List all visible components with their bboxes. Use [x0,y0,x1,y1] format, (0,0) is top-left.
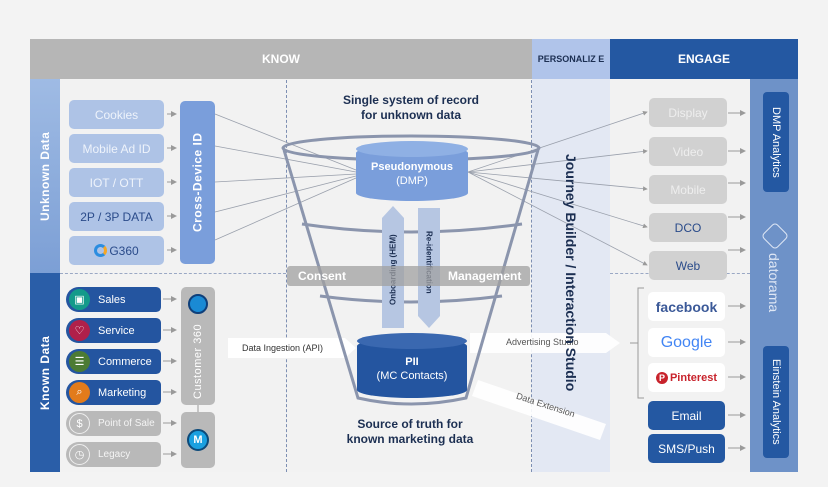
pii-caption: Source of truth for known marketing data [346,417,474,446]
source-marketing: ⌕Marketing [66,380,161,405]
divider-unknown-known [60,273,286,274]
source-g360: G360 [69,236,164,265]
source-iot-ott: IOT / OTT [69,168,164,197]
journey-builder-label: Journey Builder / Interaction Studio [563,154,579,392]
management-label: Management [448,269,522,283]
chart-icon: ▣ [69,289,90,310]
einstein-analytics-box [763,346,789,458]
social-google: Google [648,328,725,357]
pii-label: PII (MC Contacts) [376,356,448,382]
channel-display: Display [649,98,727,127]
dmp-fan [467,110,648,266]
channel-email: Email [648,401,725,430]
source-service: ♡Service [66,318,161,343]
cross-device-id-box [180,101,215,264]
source-2p3p-data: 2P / 3P DATA [69,202,164,231]
channel-dco: DCO [649,213,727,242]
know-header: KNOW [30,39,532,79]
know-header-label: KNOW [262,52,300,66]
engage-header-label: ENGAGE [677,52,730,66]
dmp-label: Pseudonymous (DMP) [371,161,453,187]
source-arrows [163,111,177,457]
engage-header: ENGAGE [610,39,798,79]
source-commerce: ☰Commerce [66,349,161,374]
consent-management-band [287,266,530,286]
cart-icon: ☰ [69,351,90,372]
social-facebook: facebook [648,292,725,321]
personalize-header-label: PERSONALIZ E [537,53,605,64]
advertising-studio-label: Advertising Studio [506,337,579,347]
data-extension-arrow [472,380,606,440]
datorama-label: datorama [766,253,782,313]
consent-label: Consent [298,269,346,283]
personalize-header: PERSONALIZ E [532,39,610,79]
customer-360-icon [188,294,208,314]
channel-video: Video [649,137,727,166]
dmp-analytics-box [763,92,789,192]
data-ingestion-label: Data Ingestion (API) [242,343,324,353]
dollar-icon: $ [69,413,90,434]
divider-personalize [531,80,532,472]
unknown-data-sidebar [30,79,60,273]
channel-sms-push: SMS/Push [648,434,725,463]
clock-icon: ◷ [69,444,90,465]
channel-web: Web [649,251,727,280]
einstein-analytics-label: Einstein Analytics [770,359,782,445]
divider-know-center [286,80,287,472]
source-point-of-sale: $Point of Sale [66,411,161,436]
source-cookies: Cookies [69,100,164,129]
data-ingestion-arrow [228,338,356,358]
pinterest-icon: P [655,371,668,384]
known-data-sidebar [30,273,60,472]
source-mobile-ad-id: Mobile Ad ID [69,134,164,163]
customer-360-label: Customer 360 [192,323,204,399]
pii-database-top [357,333,467,349]
channel-mobile: Mobile [649,175,727,204]
dmp-caption: Single system of record for unknown data [342,93,480,122]
dmp-database-top [356,141,468,157]
dmp-analytics-label: DMP Analytics [770,106,782,178]
advertising-studio-arrow [470,333,620,353]
social-bracket [630,287,644,399]
source-legacy: ◷Legacy [66,442,161,467]
cross-device-id-label: Cross-Device ID [190,132,205,233]
source-sales: ▣Sales [66,287,161,312]
mulesoft-logo-icon: M [187,429,209,451]
g360-logo-icon [94,244,108,257]
heart-icon: ♡ [69,320,90,341]
search-icon: ⌕ [69,382,90,403]
reidentification-label: Re-identification [424,230,434,294]
cross-device-fan [214,113,357,241]
